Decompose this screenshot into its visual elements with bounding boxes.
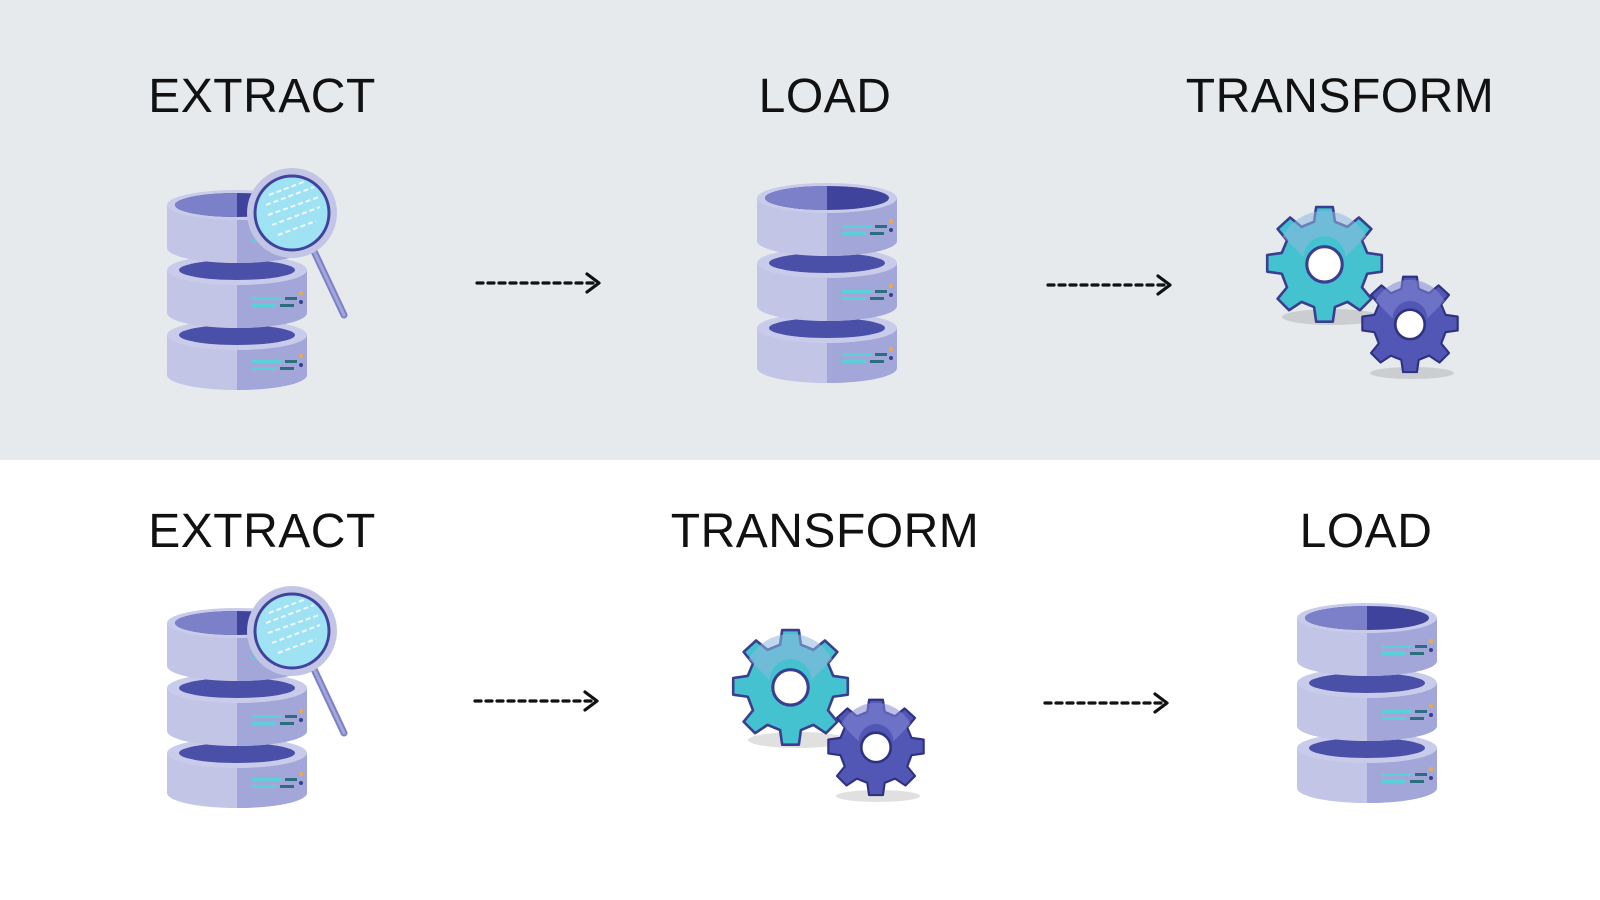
database-search-icon: [162, 165, 362, 400]
database-icon: [752, 178, 902, 395]
stage-label-extract: EXTRACT: [148, 505, 376, 558]
stage-label-transform: TRANSFORM: [670, 505, 980, 558]
stage-label-load: LOAD: [1299, 505, 1433, 558]
stage-label-extract: EXTRACT: [148, 70, 376, 123]
flow-arrow: [475, 268, 605, 298]
gears-icon: [1262, 205, 1472, 385]
flow-arrow: [1043, 688, 1173, 718]
flow-arrow: [1046, 270, 1176, 300]
gears-icon: [728, 628, 938, 808]
database-icon: [1292, 598, 1442, 815]
database-search-icon: [162, 583, 362, 818]
flow-arrow: [473, 686, 603, 716]
stage-label-transform: TRANSFORM: [1185, 70, 1495, 123]
stage-label-load: LOAD: [758, 70, 892, 123]
